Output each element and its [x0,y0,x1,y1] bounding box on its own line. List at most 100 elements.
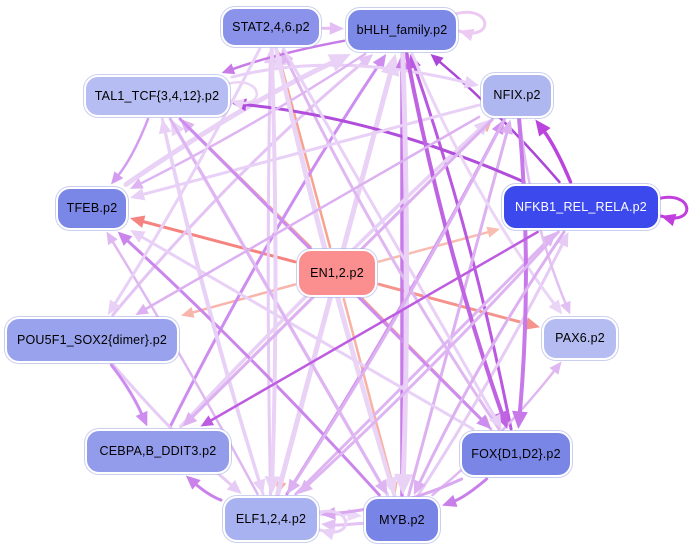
edge-elf-stat [266,58,272,496]
node-pax6[interactable]: PAX6.p2 [542,316,618,360]
node-label: POU5F1_SOX2{dimer}.p2 [16,333,168,347]
edge-elf-tfeb-arrowhead [106,231,118,246]
edge-nfix-cebpa-arrowhead [182,411,198,427]
self-loop-nfkb-arrowhead [661,213,677,227]
edge-en-pax6 [377,282,531,326]
edge-tal1-myb-arrowhead [374,479,388,495]
edge-stat-pou-arrowhead [107,299,121,315]
node-nfix[interactable]: NFIX.p2 [481,72,553,118]
edge-tal1-nfix-arrowhead [463,76,479,89]
edge-elf-nfkb-arrowhead [541,232,557,247]
edge-fox-tfeb-arrowhead [130,230,146,243]
edge-bhlh-myb [400,51,410,481]
edge-nfkb-elf-arrowhead [298,479,313,494]
edge-elf-bhlh-arrowhead [381,54,400,77]
edge-stat-elf [269,47,278,482]
edge-nfkb-bhlh-arrowhead [430,54,444,67]
edge-tal1-nfix [230,63,470,85]
edge-tal1-elf-arrowhead [252,478,266,494]
edge-tal1-elf [160,117,262,485]
edge-en-pax6-arrowhead [524,317,540,330]
edge-nfix-fox-arrowhead [512,410,528,429]
edge-myb-nfkb [416,240,565,497]
edge-myb-tfeb-arrowhead [117,231,133,246]
edge-elf-cebpa-arrowhead [185,475,201,490]
node-label: STAT2,4,6.p2 [232,20,310,34]
edge-fox-myb [451,477,489,504]
edge-bhlh-myb-arrowhead [394,473,413,495]
edge-bhlh-fox [404,52,505,418]
edge-stat-fox-arrowhead [489,413,502,429]
node-bhlh[interactable]: bHLH_family.p2 [346,8,458,52]
edge-cebpa-bhlh [168,61,382,428]
self-loop-elf-arrowhead [320,527,336,541]
edge-myb-pax6-arrowhead [549,361,562,375]
edge-nfix-pou [142,115,481,312]
node-cebpa[interactable]: CEBPA,B_DDIT3.p2 [85,428,231,474]
edge-tfeb-bhlh-arrowhead [327,54,351,72]
edge-tfeb-bhlh [123,58,338,187]
node-label: CEBPA,B_DDIT3.p2 [99,444,217,458]
edge-nfix-elf [291,118,506,486]
edge-stat-pou [112,47,262,307]
edge-stat-fox [282,47,498,421]
node-nfkb[interactable]: NFKB1_REL_RELA.p2 [502,184,660,230]
edge-nfix-fox [517,117,528,417]
edge-nfkb-cebpa [207,230,539,423]
node-tal1[interactable]: TAL1_TCF{3,4,12}.p2 [84,75,230,117]
edge-en-nfkb [377,230,492,263]
edge-bhlh-tfeb-arrowhead [130,178,144,189]
node-fox[interactable]: FOX{D1,D2}.p2 [460,431,572,477]
node-label: FOX{D1,D2}.p2 [471,447,561,461]
edge-nfkb-nfix [541,127,573,184]
edge-nfix-elf-arrowhead [287,478,301,494]
self-loop-bhlh-arrowhead [459,28,475,42]
edge-tal1-fox-arrowhead [476,414,491,429]
edge-en-tfeb-arrowhead [130,215,146,228]
node-label: ELF1,2,4.p2 [235,512,307,526]
edge-bhlh-pax6-arrowhead [548,299,563,315]
edge-myb-tfeb [124,237,381,497]
edge-fox-bhlh [412,63,513,431]
edge-nfix-pou-arrowhead [135,303,150,315]
edge-bhlh-fox-arrowhead [494,409,509,429]
node-tfeb[interactable]: TFEB.p2 [56,186,128,230]
edge-nfkb-myb [417,230,566,487]
edge-myb-nfix [407,128,509,497]
node-label: MYB.p2 [379,513,425,527]
node-en[interactable]: EN1,2.p2 [297,249,377,297]
edge-en-pou [189,283,297,315]
edge-tal1-myb [168,117,384,487]
edge-en-pou-arrowhead [181,306,195,318]
edge-fox-stat [284,57,501,431]
node-stat[interactable]: STAT2,4,6.p2 [221,7,321,47]
node-label: TFEB.p2 [66,201,118,215]
edge-en-nfkb-arrowhead [486,226,500,238]
edge-stat-bhlh-arrowhead [329,21,344,35]
edge-myb-nfix-arrowhead [500,119,513,135]
edge-bhlh-tal1 [229,39,346,71]
edge-fox-tfeb [138,234,475,431]
edge-elf-cebpa [192,481,223,502]
edge-tal1-tfeb [115,117,150,178]
node-label: NFKB1_REL_RELA.p2 [515,200,647,214]
edge-elf-nfkb [294,238,550,496]
edge-stat-elf-arrowhead [264,476,281,494]
node-pou[interactable]: POU5F1_SOX2{dimer}.p2 [5,317,179,363]
edge-nfix-pax6-arrowhead [560,300,571,315]
node-label: TAL1_TCF{3,4,12}.p2 [94,89,220,103]
edge-pou-elf-arrowhead [226,479,242,494]
edge-nfkb-elf [305,230,560,488]
node-label: bHLH_family.p2 [356,23,448,37]
node-label: EN1,2.p2 [310,266,364,280]
edge-nfkb-tal1 [241,102,526,184]
edge-pou-cebpa [109,363,145,418]
self-loop-tal1-arrowhead [231,99,245,110]
edge-myb-nfkb-arrowhead [556,232,569,248]
edge-nfkb-cebpa-arrowhead [200,415,215,427]
node-myb[interactable]: MYB.p2 [364,497,440,543]
edge-cebpa-bhlh-arrowhead [372,54,387,70]
node-elf[interactable]: ELF1,2,4.p2 [223,496,319,542]
edge-nfix-tfeb-arrowhead [130,188,146,201]
edge-elf-tfeb [110,238,259,496]
